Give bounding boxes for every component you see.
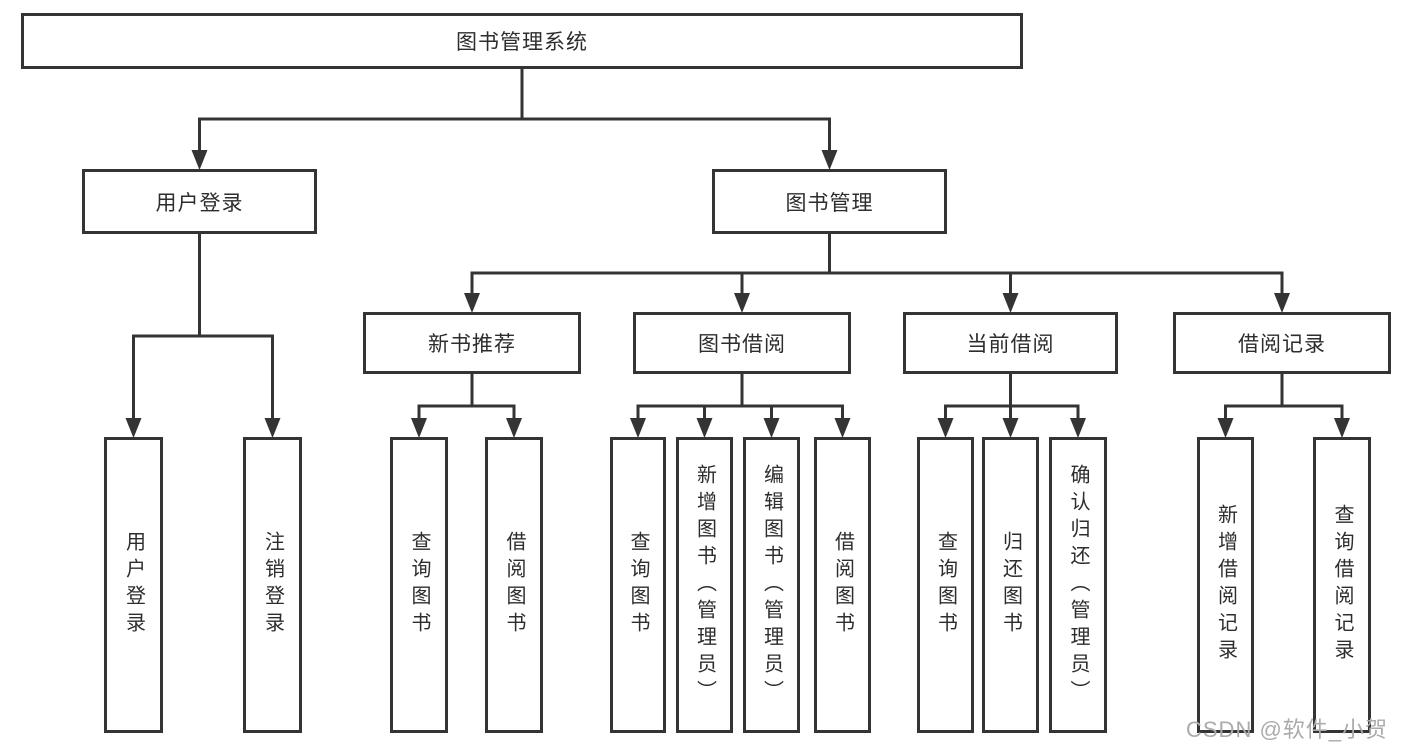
node-query-book-newbooks: 查询图书 (390, 437, 448, 733)
node-borrow-book-newbooks: 借阅图书 (485, 437, 543, 733)
node-edit-book-admin: 编辑图书（管理员） (743, 437, 800, 733)
node-return-book: 归还图书 (982, 437, 1039, 733)
csdn-watermark: CSDN @软件_小贺同学 (1186, 717, 1389, 742)
node-user-login: 用户登录 (82, 169, 317, 234)
node-current-borrowing: 当前借阅 (903, 312, 1118, 374)
node-query-book-borrowing: 查询图书 (610, 437, 666, 733)
node-user-login-leaf: 用户登录 (104, 437, 163, 733)
node-add-borrow-record: 新增借阅记录 (1197, 437, 1254, 733)
node-add-book-admin: 新增图书（管理员） (676, 437, 733, 733)
node-confirm-return-admin: 确认归还（管理员） (1049, 437, 1107, 733)
node-borrow-book-borrowing: 借阅图书 (814, 437, 871, 733)
node-new-book-recommendation: 新书推荐 (363, 312, 581, 374)
node-logout: 注销登录 (243, 437, 302, 733)
node-query-book-current: 查询图书 (917, 437, 974, 733)
node-book-management: 图书管理 (712, 169, 947, 234)
node-book-borrowing: 图书借阅 (633, 312, 851, 374)
node-library-management-system: 图书管理系统 (21, 13, 1023, 69)
node-query-borrow-record: 查询借阅记录 (1313, 437, 1371, 733)
node-borrowing-records: 借阅记录 (1173, 312, 1391, 374)
